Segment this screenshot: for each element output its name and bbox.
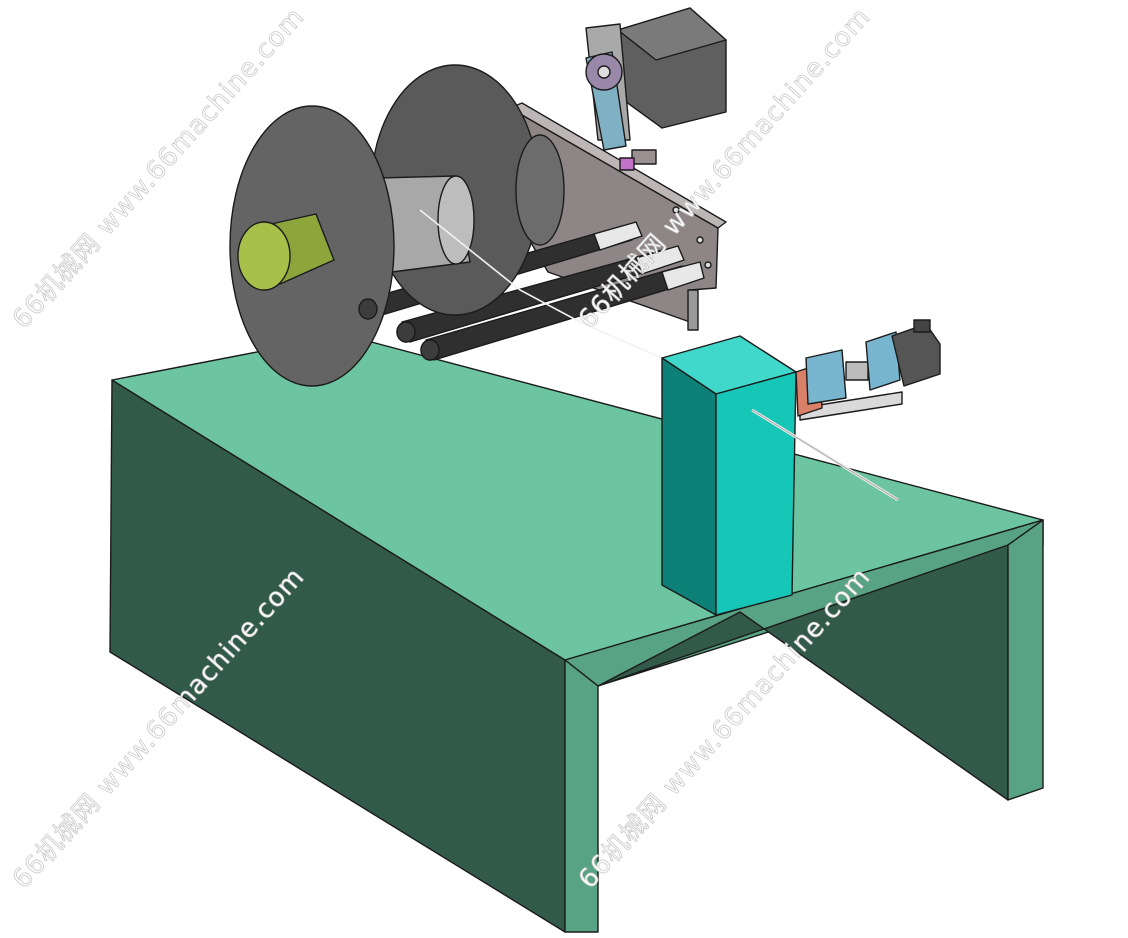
feed-stepper-motor	[795, 319, 941, 421]
wire-reel	[229, 64, 565, 387]
feed-cabinet-side	[661, 357, 717, 616]
top-stepper-motor	[585, 7, 727, 171]
reel-hub	[237, 213, 335, 291]
mounting-plate	[509, 102, 727, 331]
wire-path	[419, 209, 663, 359]
feed-cabinet	[661, 335, 797, 616]
mounting-plate-edge	[509, 102, 727, 229]
workbench-end-leg	[1007, 519, 1044, 801]
feed-cabinet-front	[715, 371, 797, 616]
workbench	[109, 334, 1044, 933]
workbench-right-leg	[564, 659, 599, 933]
